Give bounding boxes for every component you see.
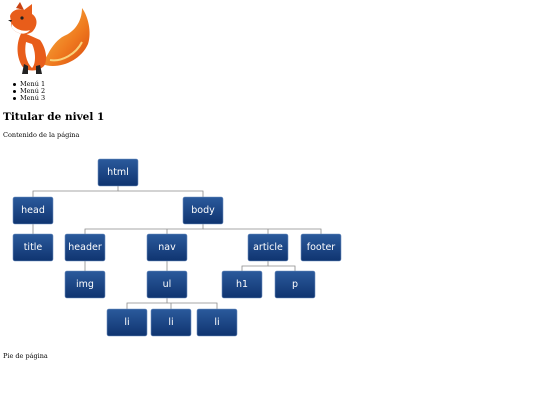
menu-list: Menú 1 Menú 2 Menú 3: [12, 80, 46, 102]
node-ul-label: ul: [163, 279, 172, 290]
node-li-2: li: [150, 308, 192, 337]
node-li-3-label: li: [214, 317, 219, 328]
node-footer-label: footer: [307, 242, 336, 253]
node-footer: footer: [300, 233, 342, 262]
node-nav: nav: [146, 233, 188, 262]
node-li-2-label: li: [168, 317, 173, 328]
node-h1: h1: [221, 270, 263, 299]
node-header-label: header: [68, 242, 102, 253]
menu-item-3[interactable]: Menú 3: [12, 94, 46, 102]
tree-edges: [32, 186, 322, 309]
node-head: head: [12, 196, 54, 225]
node-li-3: li: [196, 308, 238, 337]
node-body-label: body: [191, 205, 215, 216]
node-head-label: head: [21, 205, 45, 216]
node-ul: ul: [146, 270, 188, 299]
node-img-label: img: [76, 279, 94, 290]
menu-item-1[interactable]: Menú 1: [12, 80, 46, 88]
node-h1-label: h1: [236, 279, 248, 290]
node-title: title: [12, 233, 54, 262]
node-nav-label: nav: [158, 242, 176, 253]
node-title-label: title: [24, 242, 43, 253]
node-p: p: [274, 270, 316, 299]
node-li-1: li: [106, 308, 148, 337]
node-html: html: [97, 158, 139, 187]
node-li-1-label: li: [124, 317, 129, 328]
node-p-label: p: [292, 279, 298, 290]
menu-item-2[interactable]: Menú 2: [12, 87, 46, 95]
node-article-label: article: [253, 242, 283, 253]
node-body: body: [182, 196, 224, 225]
page-content: Contenido de la página: [3, 131, 80, 139]
page-footer: Pie de página: [3, 352, 48, 360]
node-html-label: html: [107, 167, 129, 178]
node-img: img: [64, 270, 106, 299]
page-heading: Titular de nivel 1: [3, 111, 105, 123]
node-header: header: [64, 233, 106, 262]
node-article: article: [247, 233, 289, 262]
fox-logo: [8, 2, 90, 74]
